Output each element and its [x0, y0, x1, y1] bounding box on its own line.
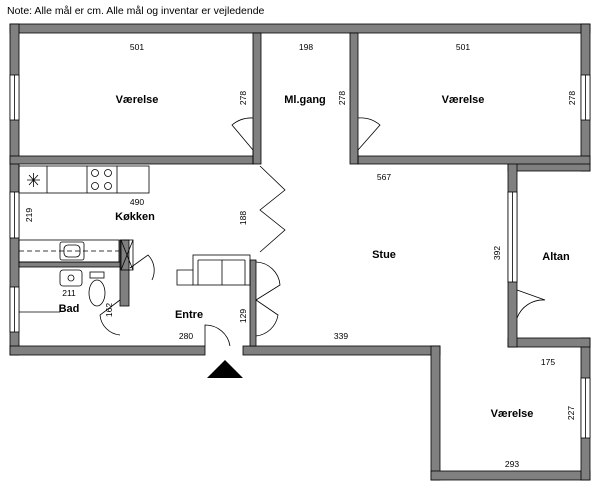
plan-note: Note: Alle mål er cm. Alle mål og invent…: [7, 5, 265, 17]
wall-gang-right: [349, 32, 359, 165]
room-vaerelse-left: Værelse: [116, 94, 159, 106]
door-vaerelse-left: [231, 117, 254, 151]
room-stue: Stue: [372, 249, 396, 261]
fixtures: [18, 165, 251, 313]
dim-175: 175: [541, 357, 555, 367]
dim-278-left: 278: [238, 91, 248, 105]
dim-501-right: 501: [456, 42, 470, 52]
room-altan: Altan: [542, 251, 570, 263]
wall-gang-left: [252, 32, 262, 165]
door-kitchen-folding: [259, 165, 286, 253]
wall-bath-top: [18, 261, 130, 268]
wall-entre-right: [249, 259, 257, 347]
wall-bottom-room-bottom: [430, 470, 591, 481]
room-kokken: Køkken: [115, 211, 155, 223]
dim-567: 567: [377, 172, 391, 182]
door-vaerelse-right: [357, 117, 381, 151]
entrance-arrow-icon: [207, 360, 243, 378]
room-vaerelse-bottom: Værelse: [491, 408, 534, 420]
fridge: [120, 239, 134, 271]
door-kitchen-entre: [129, 254, 155, 281]
fan-icon: [27, 173, 40, 187]
dim-339: 339: [334, 331, 348, 341]
room-vaerelse-right: Værelse: [442, 94, 485, 106]
entre-wardrobe: [192, 254, 251, 286]
dim-211: 211: [62, 288, 76, 298]
toilet-tank: [89, 271, 105, 279]
room-ml-gang: Ml.gang: [284, 94, 326, 106]
door-front: [204, 324, 231, 347]
room-bad: Bad: [59, 303, 80, 315]
door-entre-stue: [255, 299, 279, 337]
wall-bottom-left: [9, 345, 206, 356]
dim-188: 188: [238, 211, 248, 225]
dim-490: 490: [130, 197, 144, 207]
dim-227: 227: [566, 406, 576, 420]
wall-bottom-room-left: [430, 345, 441, 481]
windows: [9, 74, 591, 439]
toilet-bowl: [88, 279, 106, 307]
kitchen-sink: [59, 241, 85, 261]
dim-392: 392: [492, 246, 502, 260]
dim-219: 219: [24, 208, 34, 222]
kitchen-counter: [18, 165, 150, 194]
wall-upper-right-divider: [357, 155, 591, 165]
wall-bottom-mid: [242, 345, 441, 356]
door-balcony: [516, 289, 546, 319]
door-bath: [99, 299, 121, 336]
dim-129: 129: [238, 309, 248, 323]
room-entre: Entre: [175, 309, 203, 321]
dim-293: 293: [505, 459, 519, 469]
dim-162: 162: [104, 303, 114, 317]
wall-top: [9, 23, 591, 34]
stove-burner: [91, 169, 99, 177]
dim-280: 280: [179, 331, 193, 341]
doors: [99, 117, 546, 347]
dim-198: 198: [299, 42, 313, 52]
dim-501-left: 501: [130, 42, 144, 52]
dim-278-mid: 278: [337, 91, 347, 105]
bath-sink: [59, 269, 83, 287]
wall-upper-left-divider: [9, 155, 254, 165]
dim-278-right: 278: [567, 91, 577, 105]
wall-bottom-room-top: [507, 337, 591, 348]
